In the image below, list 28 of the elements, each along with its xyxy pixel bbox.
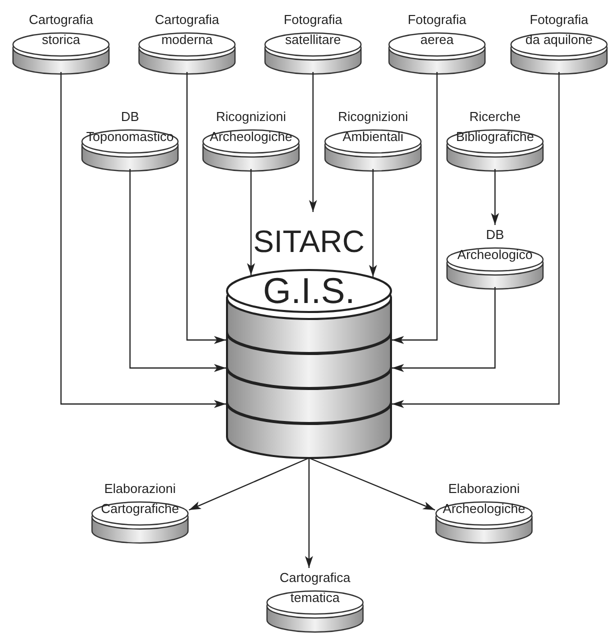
arrow	[309, 72, 317, 212]
arrow	[247, 169, 255, 276]
source-label: Ricognizioni Ambientali	[336, 108, 410, 146]
source-label: Cartografica tematica	[278, 569, 352, 607]
source-label: Elaborazioni Archeologiche	[442, 480, 526, 518]
source-label: Ricognizioni Archeologiche	[208, 108, 294, 146]
arrow	[369, 169, 377, 277]
arrow	[392, 72, 560, 408]
cylinder-label: G.I.S.	[262, 269, 356, 313]
arrow	[129, 169, 226, 372]
arrow	[305, 458, 313, 568]
source-label: DB Archeologico	[456, 226, 534, 264]
source-label: Fotografia da aquilone	[524, 11, 594, 49]
arrow	[392, 72, 438, 344]
source-label: DB Toponomastico	[85, 108, 175, 146]
system-title: SITARC	[252, 223, 366, 261]
arrow	[392, 287, 496, 372]
arrow	[60, 72, 226, 408]
source-label: Cartografia moderna	[154, 11, 220, 49]
arrow	[186, 72, 226, 344]
source-label: Fotografia aerea	[406, 11, 468, 49]
source-label: Elaborazioni Cartografiche	[100, 480, 180, 518]
arrow	[308, 457, 436, 511]
arrow	[491, 169, 499, 225]
source-label: Cartografia storica	[28, 11, 94, 49]
arrow	[188, 457, 310, 511]
source-label: Fotografia satellitare	[282, 11, 344, 49]
source-label: Ricerche Bibliografiche	[454, 108, 536, 146]
